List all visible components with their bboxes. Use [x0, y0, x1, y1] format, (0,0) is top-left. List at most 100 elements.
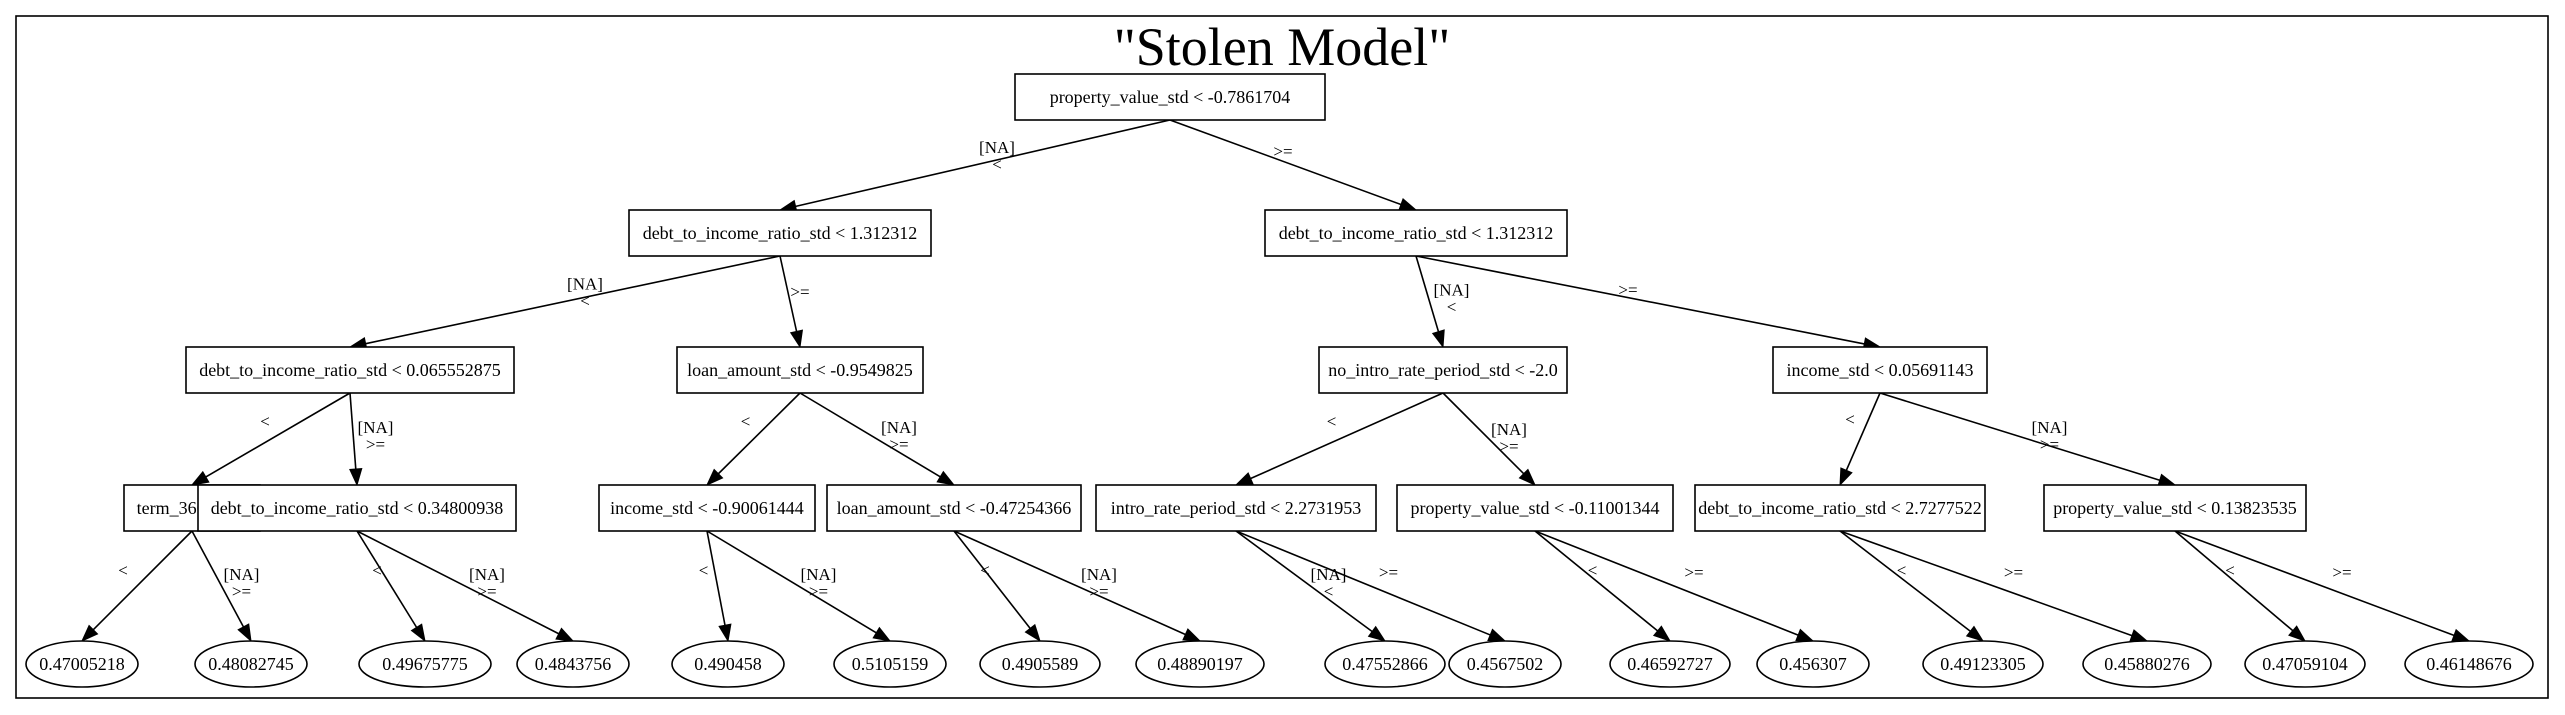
split-node-n10: loan_amount_std < -0.47254366 [826, 484, 1082, 532]
arrow-head [349, 468, 363, 487]
arrow-head [2288, 625, 2307, 642]
edge-label: < [1897, 561, 1907, 580]
edge-line [349, 392, 357, 470]
leaf-ellipse [2404, 640, 2534, 688]
edge-line [1250, 392, 1444, 480]
leaf-value: 0.4905589 [1002, 654, 1079, 674]
edge-n6-n14: [NA]>= [1879, 392, 2177, 487]
leaf-ellipse [194, 640, 308, 688]
arrow-head [555, 627, 575, 642]
edge-n0-n2: >= [1169, 119, 1418, 211]
arrow-head [80, 624, 99, 643]
leaf-value: 0.4567502 [1467, 654, 1544, 674]
edge-line [1845, 392, 1881, 471]
split-node-label: debt_to_income_ratio_std < 0.34800938 [211, 498, 504, 518]
edge-label: >= [2040, 435, 2059, 454]
edge-label: < [980, 561, 990, 580]
leaf-node-l8: 0.47552866 [1324, 640, 1446, 688]
leaf-value: 0.49675775 [382, 654, 468, 674]
nodes-layer: property_value_std < -0.7861704 debt_to_i… [25, 73, 2534, 688]
split-node-label: property_value_std < 0.13823535 [2053, 498, 2297, 518]
edge-label: < [699, 561, 709, 580]
split-node-label: property_value_std < -0.11001344 [1411, 498, 1660, 518]
split-node-label: debt_to_income_ratio_std < 1.312312 [1279, 223, 1554, 243]
leaf-ellipse [25, 640, 139, 688]
leaf-ellipse [833, 640, 947, 688]
leaf-ellipse [979, 640, 1101, 688]
arrow-head [936, 470, 956, 486]
edge-label: [NA] [1081, 565, 1117, 584]
leaf-node-l0: 0.47005218 [25, 640, 139, 688]
arrow-head [789, 329, 804, 349]
split-node-label: loan_amount_std < -0.9549825 [687, 360, 913, 380]
arrow-head [872, 626, 892, 642]
edge-label: >= [232, 582, 251, 601]
leaf-node-l1: 0.48082745 [194, 640, 308, 688]
leaf-ellipse [1609, 640, 1731, 688]
leaf-node-l6: 0.4905589 [979, 640, 1101, 688]
leaf-node-l5: 0.5105159 [833, 640, 947, 688]
split-node-box [598, 484, 816, 532]
leaf-ellipse [1448, 640, 1562, 688]
edge-label: >= [2004, 563, 2023, 582]
edge-line [1442, 392, 1525, 475]
edge-line [191, 530, 245, 628]
edge-label: < [992, 155, 1002, 174]
split-node-box [676, 346, 924, 394]
edge-n0-n1: [NA]< [778, 119, 1171, 213]
split-node-label: income_std < -0.90061444 [610, 498, 804, 518]
edge-line [779, 255, 798, 332]
edge-line [1839, 530, 1971, 632]
split-node-box [1264, 209, 1568, 257]
edge-n3-n8: [NA]>= [349, 392, 393, 487]
arrow-head [1518, 468, 1537, 487]
leaf-value: 0.46592727 [1627, 654, 1713, 674]
edge-label: >= [790, 283, 809, 302]
leaf-ellipse [2082, 640, 2212, 688]
leaf-node-l3: 0.4843756 [516, 640, 630, 688]
leaf-value: 0.48890197 [1157, 654, 1243, 674]
edge-label: >= [1379, 563, 1398, 582]
edge-label: < [1588, 561, 1598, 580]
edge-label: [NA] [224, 565, 260, 584]
split-node-n11: intro_rate_period_std < 2.2731953 [1095, 484, 1377, 532]
edge-line [1415, 255, 1440, 332]
leaf-value: 0.45880276 [2104, 654, 2190, 674]
split-node-n5: no_intro_rate_period_std < -2.0 [1318, 346, 1568, 394]
leaf-value: 0.48082745 [208, 654, 294, 674]
edge-n2-n5: [NA]< [1415, 255, 1469, 349]
edge-line [356, 530, 560, 635]
split-node-label: income_std < 0.05691143 [1787, 360, 1974, 380]
leaf-node-l2: 0.49675775 [358, 640, 492, 688]
edge-line [1235, 530, 1491, 636]
split-node-box [1772, 346, 1988, 394]
edge-label: >= [889, 435, 908, 454]
edge-n4-n9: < [705, 392, 801, 487]
edge-line [799, 392, 941, 478]
edge-line [953, 530, 1031, 629]
edge-label: [NA] [801, 565, 837, 584]
arrow-head [1839, 467, 1853, 487]
edge-n12-l11: >= [1534, 530, 1815, 642]
edge-line [1235, 530, 1373, 633]
edge-label: >= [1618, 281, 1637, 300]
leaf-ellipse [1922, 640, 2044, 688]
edge-line [1534, 530, 1659, 632]
leaf-value: 0.49123305 [1940, 654, 2026, 674]
edge-label: < [1845, 410, 1855, 429]
edge-n1-n4: >= [779, 255, 810, 349]
leaf-ellipse [671, 640, 785, 688]
split-node-n14: property_value_std < 0.13823535 [2043, 484, 2307, 532]
split-node-label: property_value_std < -0.7861704 [1050, 87, 1291, 107]
arrow-head [718, 623, 732, 643]
split-node-n12: property_value_std < -0.11001344 [1396, 484, 1674, 532]
split-node-box [2043, 484, 2307, 532]
leaf-value: 0.5105159 [852, 654, 929, 674]
edge-line [205, 392, 351, 478]
leaf-value: 0.47552866 [1342, 654, 1428, 674]
split-node-n3: debt_to_income_ratio_std < 0.065552875 [185, 346, 515, 394]
leaf-ellipse [1135, 640, 1265, 688]
edge-label: < [1327, 412, 1337, 431]
edge-label: < [1324, 582, 1334, 601]
